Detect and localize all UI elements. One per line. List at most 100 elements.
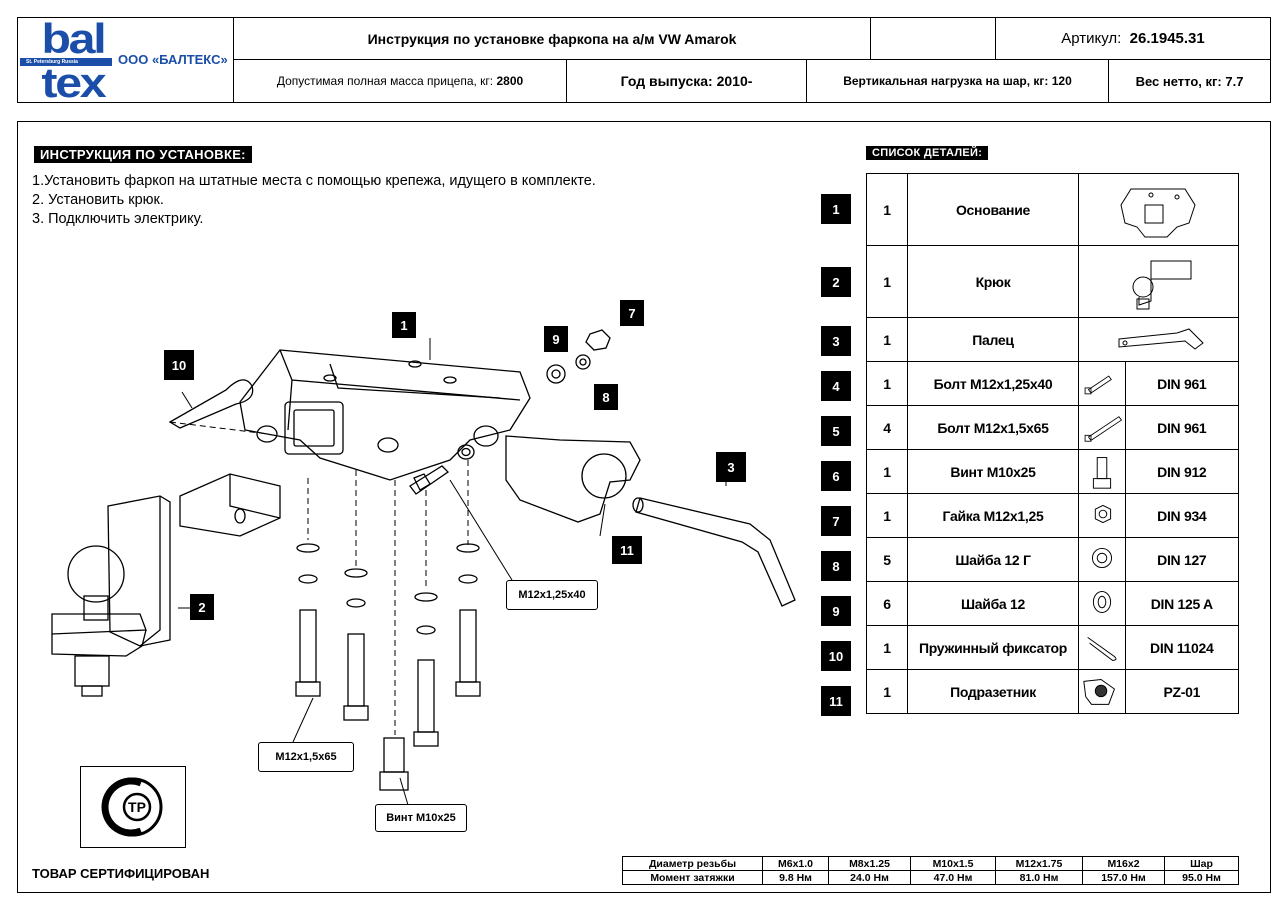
instruction-step: 3. Подключить электрику. [32, 211, 204, 227]
callout-7: 7 [620, 300, 644, 326]
callout-9: 9 [544, 326, 568, 352]
max-mass-label: Допустимая полная масса прицепа, кг: [276, 74, 494, 88]
washer-drawing [546, 364, 566, 384]
part-standard: DIN 934 [1124, 493, 1240, 538]
torque-cell: 95.0 Нм [1164, 870, 1239, 885]
net-weight-cell: Вес нетто, кг: 7.7 [1135, 73, 1244, 89]
part-number-badge: 4 [821, 371, 851, 401]
spring-washer-drawing [575, 354, 591, 370]
logo-cell: bal St. Petersburg Russia tex ООО «БАЛТЕ… [18, 18, 234, 104]
torque-cell: M6x1.0 [762, 856, 829, 871]
logo-top-text: bal [41, 15, 106, 62]
part-qty: 1 [866, 449, 908, 494]
torque-cell: M16x2 [1082, 856, 1165, 871]
torque-cell: 47.0 Нм [910, 870, 996, 885]
part-qty: 5 [866, 537, 908, 582]
part-image-cell [1078, 537, 1126, 582]
part-number-badge: 10 [821, 641, 851, 671]
label-bolt-40: M12x1,25x40 [506, 580, 598, 610]
part-qty: 1 [866, 245, 908, 318]
max-mass-value: 2800 [496, 74, 524, 88]
certification-logo: ТР [101, 777, 163, 837]
assembly-drawing [51, 329, 796, 806]
torque-cell: Шар [1164, 856, 1239, 871]
part-image-cell [1078, 405, 1126, 450]
part-standard: DIN 961 [1124, 405, 1240, 450]
bolt-40-drawing [409, 465, 450, 495]
spring-washer-icon [1091, 547, 1112, 569]
vertical-load-cell: Вертикальная нагрузка на шар, кг: 120 [807, 60, 1109, 102]
spring-clip-drawing [168, 379, 254, 429]
part-standard: DIN 125 A [1124, 581, 1240, 626]
logo-bottom-text: tex [41, 59, 106, 106]
part-name: Гайка М12х1,25 [907, 493, 1079, 538]
part-qty: 1 [866, 493, 908, 538]
torque-cell: M12x1.75 [995, 856, 1083, 871]
socket-bracket-icon [1083, 678, 1115, 705]
certification-mark-box: ТР [80, 766, 186, 848]
part-number-badge: 3 [821, 326, 851, 356]
article-label: Артикул: [1061, 30, 1122, 47]
part-number-badge: 5 [821, 416, 851, 446]
part-number-badge: 6 [821, 461, 851, 491]
callout-10: 10 [164, 350, 194, 380]
instruction-step: 2. Установить крюк. [32, 192, 164, 208]
torque-row-label: Диаметр резьбы [622, 856, 763, 871]
certification-mark-text: ТР [128, 799, 146, 815]
label-bolt-65: M12x1,5x65 [258, 742, 354, 772]
callout-1: 1 [392, 312, 416, 338]
part-image-cell [1078, 669, 1126, 714]
torque-cell: M10x1.5 [910, 856, 996, 871]
instruction-steps: 1.Установить фаркоп на штатные места с п… [32, 172, 596, 229]
torque-cell: M8x1.25 [828, 856, 911, 871]
part-image-cell [1078, 317, 1239, 362]
part-image-cell [1078, 493, 1126, 538]
document-title: Инструкция по установке фаркопа на а/м V… [234, 18, 871, 60]
part-standard: DIN 127 [1124, 537, 1240, 582]
fastener-stack [295, 543, 481, 791]
part-name: Болт М12х1,5х65 [907, 405, 1079, 450]
part-name: Крюк [907, 245, 1079, 318]
part-qty: 1 [866, 361, 908, 406]
part-qty: 4 [866, 405, 908, 450]
part-number-badge: 9 [821, 596, 851, 626]
header: bal St. Petersburg Russia tex ООО «БАЛТЕ… [17, 17, 1271, 104]
torque-row-moment: Момент затяжки 9.8 Нм 24.0 Нм 47.0 Нм 81… [622, 870, 1239, 885]
callout-2: 2 [190, 594, 214, 620]
part-standard: DIN 961 [1124, 361, 1240, 406]
part-name: Палец [907, 317, 1079, 362]
part-qty: 6 [866, 581, 908, 626]
long-bolt-icon [1084, 416, 1122, 442]
pin-drawing [632, 497, 796, 607]
part-standard: DIN 912 [1124, 449, 1240, 494]
baltex-logo: bal St. Petersburg Russia tex [20, 18, 112, 104]
torque-row-diameter: Диаметр резьбы M6x1.0 M8x1.25 M10x1.5 M1… [622, 856, 1239, 871]
label-screw: Винт M10x25 [375, 804, 467, 832]
part-number-badge: 2 [821, 267, 851, 297]
part-image-cell [1078, 625, 1126, 670]
torque-row-label: Момент затяжки [622, 870, 763, 885]
torque-cell: 81.0 Нм [995, 870, 1083, 885]
part-image-cell [1078, 245, 1239, 318]
article-value: 26.1945.31 [1129, 30, 1205, 47]
part-number-badge: 11 [821, 686, 851, 716]
callout-3: 3 [716, 452, 746, 482]
part-name: Винт М10х25 [907, 449, 1079, 494]
torque-table: Диаметр резьбы M6x1.0 M8x1.25 M10x1.5 M1… [622, 856, 1239, 885]
part-number-badge: 1 [821, 194, 851, 224]
part-image-cell [1078, 449, 1126, 494]
logo-band: St. Petersburg Russia [20, 58, 112, 66]
part-image-cell [1078, 361, 1126, 406]
part-name: Пружинный фиксатор [907, 625, 1079, 670]
content-frame [17, 121, 1271, 893]
ball-hook-drawing [51, 473, 281, 697]
